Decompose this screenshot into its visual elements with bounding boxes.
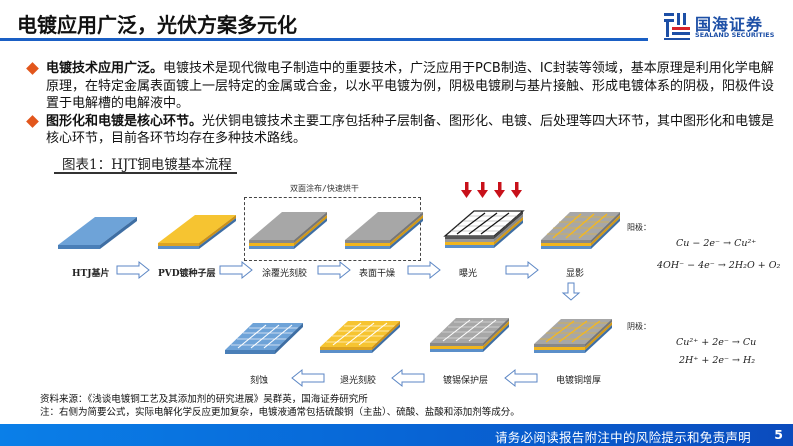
cathode-label: 阴极：	[627, 322, 651, 331]
footer-disclaimer: 请务必阅读报告附注中的风险提示和免责声明	[494, 430, 751, 445]
source-line: 资料来源：《浅谈电镀铜工艺及其添加剂的研究进展》吴群英，国海证券研究所	[40, 394, 368, 405]
bullet-heading: 电镀技术应用广泛。	[46, 61, 164, 76]
step-label-etch: 刻蚀	[250, 376, 269, 386]
bullet-item: 图形化和电镀是核心环节。光伏铜电镀技术主要工序包括种子层制备、图形化、电镀、后处…	[26, 113, 778, 148]
wafer-htj	[58, 217, 137, 249]
source-notes: 资料来源：《浅谈电镀铜工艺及其添加剂的研究进展》吴群英，国海证券研究所 注：右侧…	[40, 394, 520, 419]
step-label-copper: 电镀铜增厚	[556, 376, 602, 386]
figure-title: 图表1：HJT铜电镀基本流程	[62, 157, 232, 173]
step-label-dry: 表面干燥	[359, 269, 396, 279]
wafer-dry	[345, 212, 423, 249]
wafer-copper-plating	[534, 319, 612, 353]
flow-arrow-left-icon	[291, 369, 325, 387]
footer-bar: 请务必阅读报告附注中的风险提示和免责声明 5	[0, 424, 793, 446]
company-logo: 国海证券 SEALAND SECURITIES	[664, 11, 789, 41]
wafer-etch	[225, 323, 303, 354]
page-number: 5	[774, 427, 783, 442]
wafer-photoresist	[249, 212, 327, 249]
flow-arrow-right-icon	[505, 261, 539, 279]
dashed-group-label: 双面涂布/快速烘干	[290, 184, 359, 193]
step-label-htj: HTJ基片	[72, 269, 110, 279]
bullet-text: 光伏铜电镀技术主要工序包括种子层制备、图形化、电镀、后处理等四大环节，其中图形化…	[46, 113, 775, 147]
flow-arrow-down-icon	[561, 282, 581, 301]
wafer-exposure	[443, 210, 525, 248]
step-label-tin: 镀锡保护层	[443, 376, 489, 386]
wafer-strip-photoresist	[320, 321, 400, 353]
logo-chinese-name: 国海证券	[695, 15, 764, 34]
sealand-logo-icon	[664, 13, 690, 40]
wafer-tin-plating	[430, 318, 509, 352]
step-label-coat: 涂覆光刻胶	[262, 269, 308, 279]
wafer-develop	[541, 212, 620, 249]
page-title: 电镀应用广泛，光伏方案多元化	[17, 13, 297, 37]
flow-arrow-right-icon	[407, 261, 441, 279]
dashed-group-box	[244, 197, 421, 261]
step-label-pvd: PVD镀种子层	[158, 269, 216, 279]
bullet-text: 电镀技术是现代微电子制造中的重要技术，广泛应用于PCB制造、IC封装等领域，基本…	[46, 61, 775, 112]
wafer-pvd	[158, 215, 236, 249]
step-label-exposure: 曝光	[459, 269, 478, 279]
anode-equation-1: Cu − 2e⁻ → Cu²⁺	[676, 238, 757, 249]
cathode-equation-1: Cu²⁺ + 2e⁻ → Cu	[676, 337, 757, 348]
bullet-list: 电镀技术应用广泛。电镀技术是现代微电子制造中的重要技术，广泛应用于PCB制造、I…	[26, 60, 778, 148]
anode-equation-2: 4OH⁻ − 4e⁻ → 2H₂O + O₂	[657, 260, 781, 271]
flow-arrow-left-icon	[504, 369, 538, 387]
flow-arrow-right-icon	[219, 261, 253, 279]
bullet-heading: 图形化和电镀是核心环节。	[46, 113, 203, 129]
title-divider	[0, 38, 648, 41]
step-label-strip: 退光刻胶	[340, 376, 377, 386]
flow-arrow-right-icon	[116, 261, 150, 279]
bullet-item: 电镀技术应用广泛。电镀技术是现代微电子制造中的重要技术，广泛应用于PCB制造、I…	[26, 60, 778, 113]
cathode-equation-2: 2H⁺ + 2e⁻ → H₂	[679, 355, 756, 366]
flow-arrow-left-icon	[391, 369, 425, 387]
figure-title-underline	[54, 172, 237, 174]
logo-english-name: SEALAND SECURITIES	[695, 31, 775, 39]
note-line: 注：右侧为简要公式，实际电解化学反应更加复杂，电镀液通常包括硫酸铜（主盐）、硫酸…	[40, 406, 520, 418]
anode-label: 阳极：	[627, 223, 651, 232]
step-label-develop: 显影	[566, 269, 585, 279]
exposure-arrows-icon	[461, 182, 522, 198]
flow-arrow-right-icon	[317, 261, 351, 279]
